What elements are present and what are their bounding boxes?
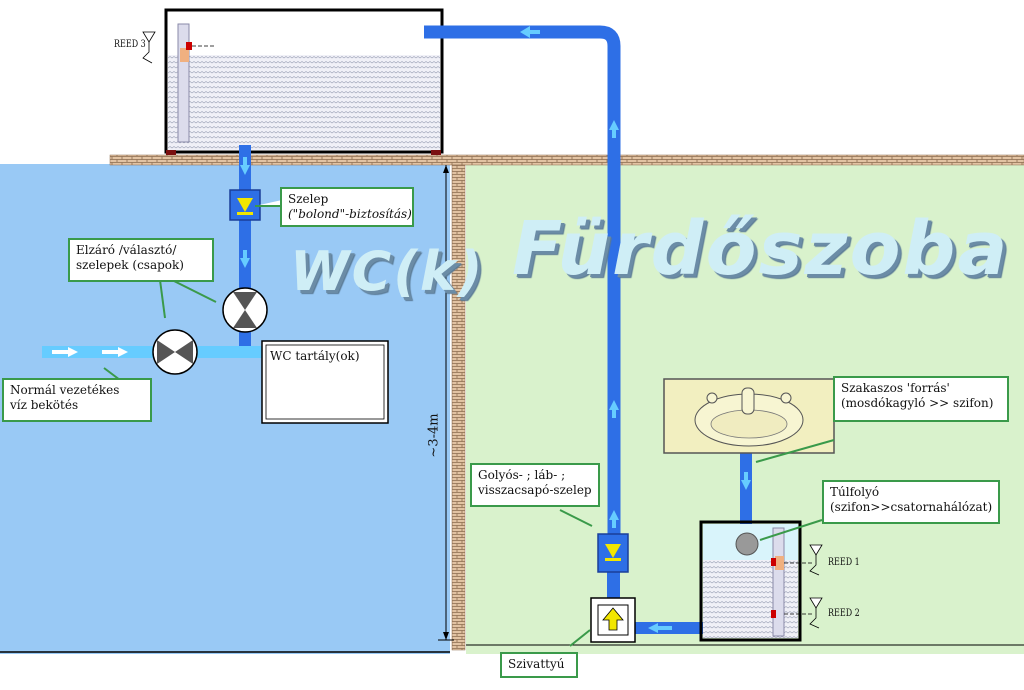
reed-switch-icon: [809, 597, 823, 629]
pipe-sink-drain: [740, 452, 752, 532]
pipe-return: [424, 25, 621, 540]
callout-shutoff: Elzáró /választó/ szelepek (csapok): [68, 238, 214, 282]
bathroom-room-title: Fürdőszoba: [512, 206, 1010, 292]
callout-wc-tank: WC tartály(ok): [270, 349, 360, 363]
reed3-tube: [177, 23, 190, 143]
valve-icon: [152, 329, 198, 375]
reed-switch-icon: [809, 544, 823, 576]
pump-icon: [602, 607, 624, 631]
callout-overflow: Túlfolyó (szifon>>csatornahálózat): [822, 480, 1000, 524]
lower-tank: [699, 520, 802, 642]
dividing-wall: [451, 164, 466, 651]
wc-tank: [261, 340, 389, 424]
overflow-pipe: [735, 532, 759, 556]
callout-mains: Normál vezetékes víz bekötés: [2, 378, 152, 422]
top-tank: [164, 8, 444, 154]
wc-room-title: WC(k): [290, 240, 485, 303]
callout-check-valve: Golyós- ; láb- ; visszacsapó-szelep: [470, 463, 600, 507]
ceiling-slab: [109, 154, 1024, 166]
reed3-label: REED 3: [114, 39, 146, 50]
valve-icon: [222, 287, 268, 333]
check-valve-icon: [605, 544, 621, 558]
callout-pump: Szivattyú: [500, 652, 578, 678]
callout-source: Szakaszos 'forrás' (mosdókagyló >> szifo…: [833, 376, 1009, 422]
flow-arrow-icon: [52, 347, 128, 357]
height-label: ~3-4m: [426, 413, 442, 458]
check-valve-icon: [237, 198, 253, 212]
top-tank-water: [168, 55, 440, 150]
flow-arrow-icon: [240, 26, 751, 528]
flow-arrow-icon: [648, 623, 672, 633]
callout-valve-top: Szelep ("bolond"-biztosítás): [280, 187, 414, 227]
reed1-label: REED 1: [828, 557, 860, 568]
reed2-label: REED 2: [828, 608, 860, 619]
